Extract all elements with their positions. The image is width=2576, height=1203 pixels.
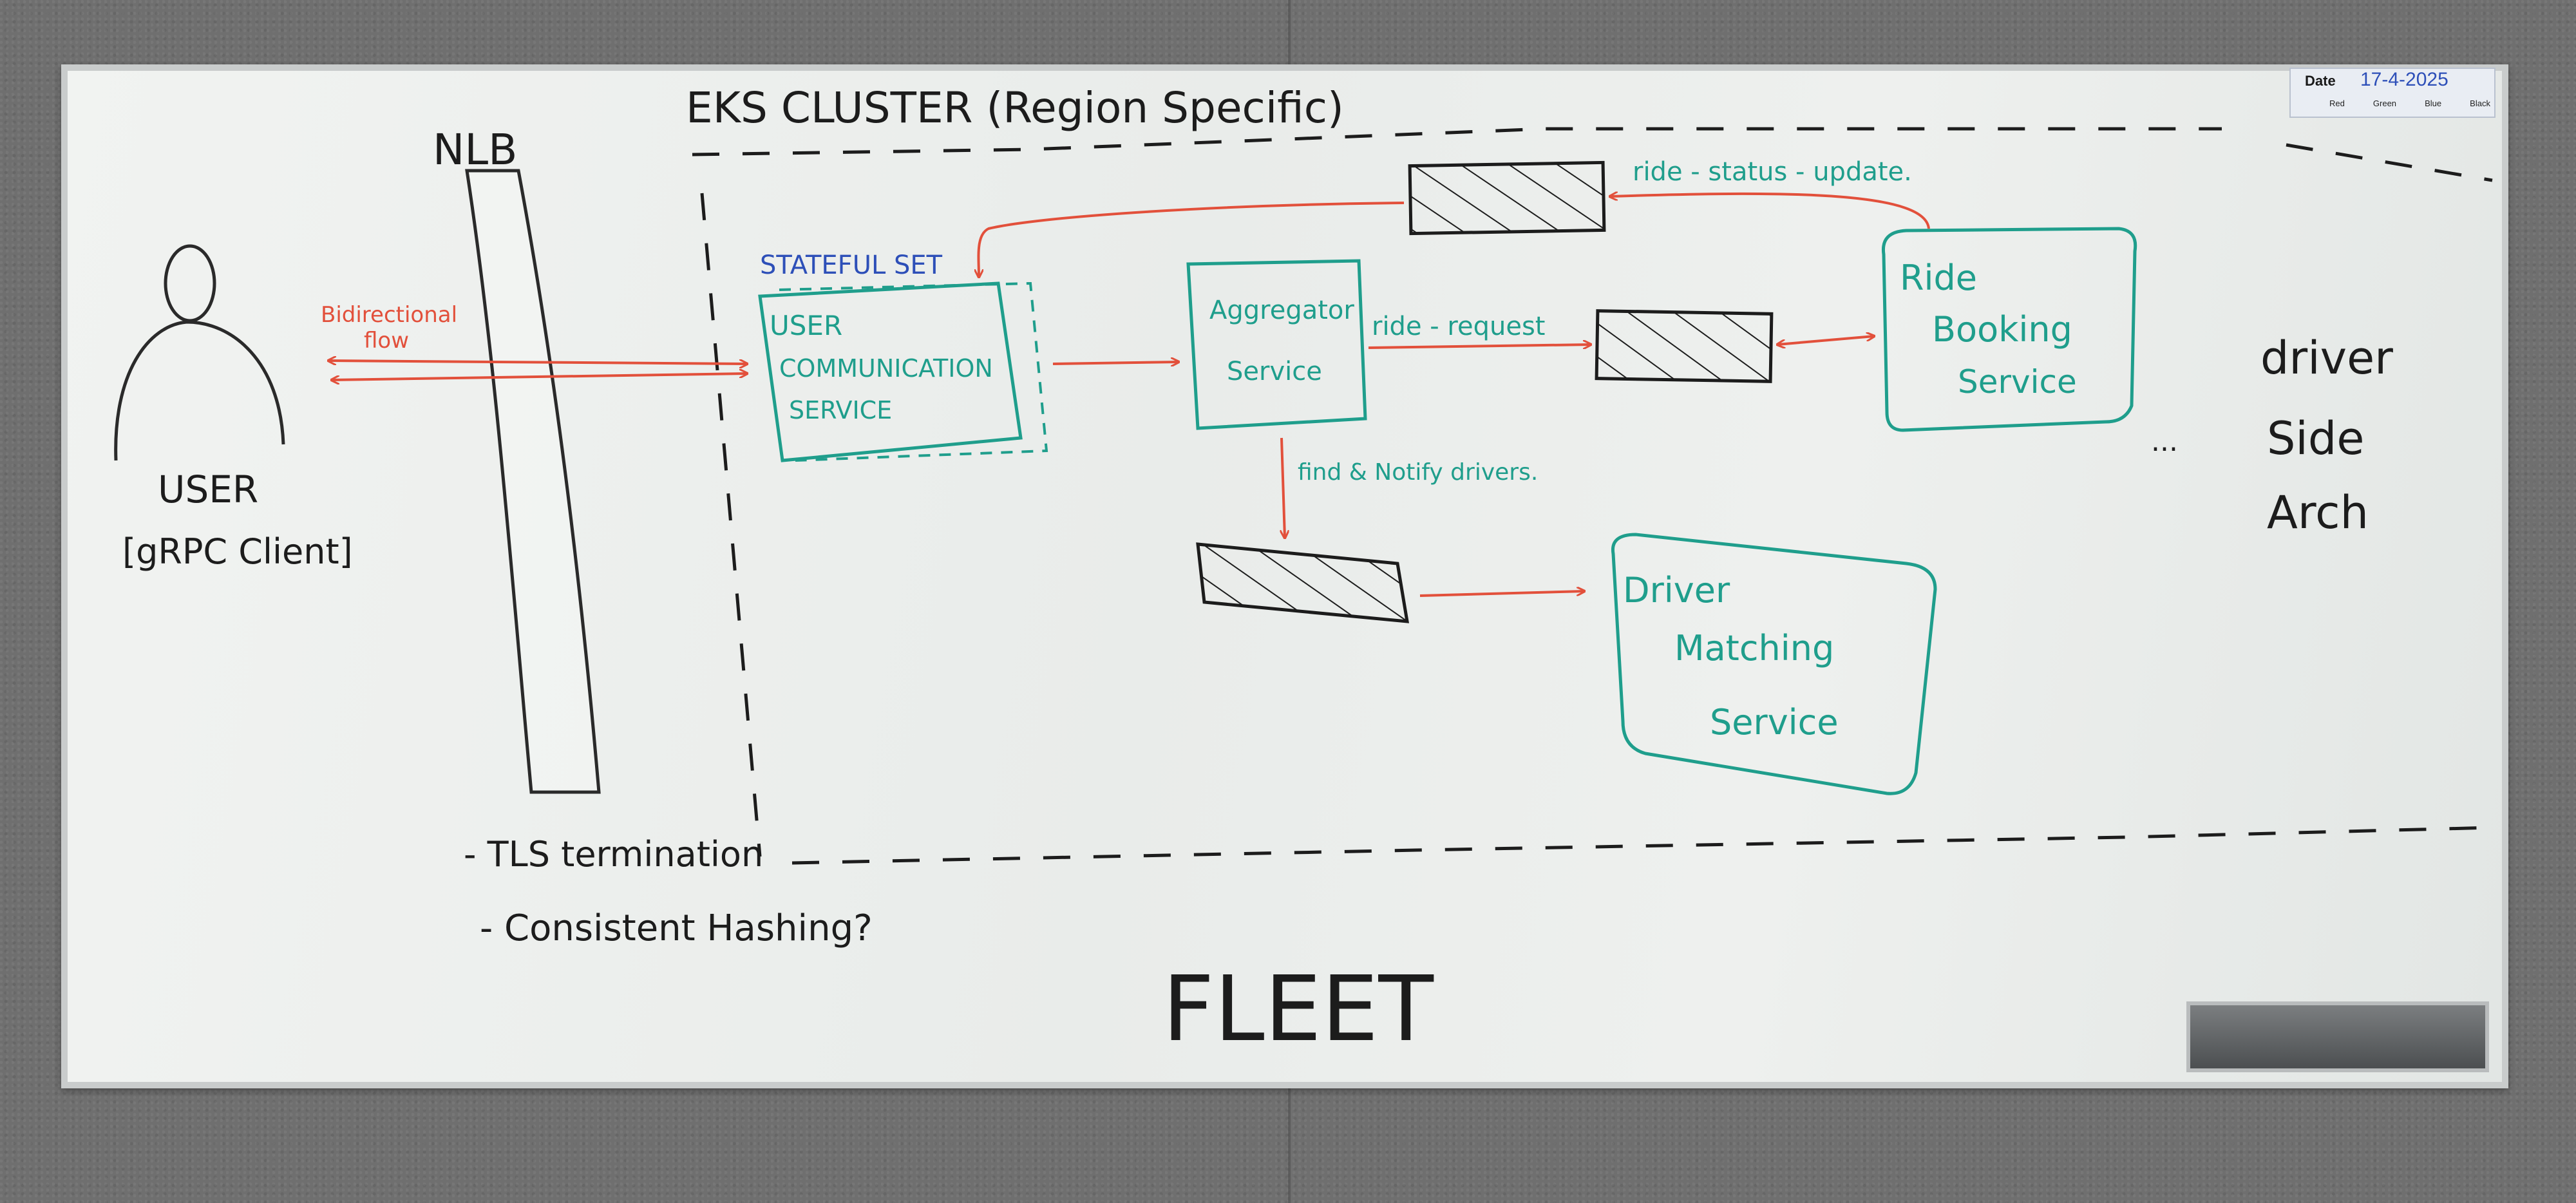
date-label: Date: [2305, 73, 2336, 89]
driver-side-arch-line3: Arch: [2267, 486, 2369, 539]
aggregator-service-box[interactable]: [1186, 259, 1367, 430]
ride-request-label: ride - request: [1372, 312, 1545, 341]
ellipsis: ...: [2151, 425, 2178, 458]
user-comm-line2: COMMUNICATION: [779, 354, 993, 383]
user-label: USER: [158, 468, 258, 511]
ride-request-queue[interactable]: [1595, 309, 1774, 383]
nlb-pillar: [465, 169, 601, 794]
swatch-blue: Blue: [2425, 99, 2442, 108]
user-comm-line1: USER: [770, 310, 842, 341]
stateful-set-label: STATEFUL SET: [760, 251, 943, 280]
bidirectional-arrow-lower: [332, 374, 747, 380]
date-card: Date 17-4-2025 Red Green Blue Black: [2289, 68, 2496, 118]
driver-notify-queue[interactable]: [1196, 542, 1410, 623]
arrow-status-queue-to-comm: [978, 202, 1405, 277]
aggregator-line1: Aggregator: [1209, 296, 1354, 325]
find-notify-label: find & Notify drivers.: [1298, 459, 1538, 486]
arrow-aggregator-to-notify-queue: [1282, 437, 1285, 538]
eks-cluster-boundary-left: [700, 193, 762, 857]
eks-cluster-boundary-bottom: [791, 826, 2493, 865]
eks-cluster-boundary-top: [692, 127, 2222, 156]
bidirectional-arrow-upper: [328, 361, 747, 364]
status-update-queue[interactable]: [1408, 160, 1606, 236]
driver-side-arch-line2: Side: [2267, 412, 2364, 465]
ride-booking-line1: Ride: [1900, 258, 1977, 298]
user-icon: [114, 244, 285, 461]
aggregator-line2: Service: [1227, 357, 1322, 386]
ride-status-update-label: ride - status - update.: [1633, 157, 1912, 187]
driver-side-arch-line1: driver: [2260, 332, 2393, 384]
color-swatches: Red Green Blue Black: [2329, 99, 2490, 113]
arrow-ride-booking-to-status-queue: [1610, 194, 1930, 229]
arrow-notify-queue-to-driver-matching: [1419, 591, 1584, 597]
driver-matching-line1: Driver: [1623, 570, 1730, 611]
driver-matching-line2: Matching: [1674, 628, 1834, 668]
consistent-hashing-note: - Consistent Hashing?: [480, 907, 873, 949]
eks-cluster-boundary-right-stub: [2286, 143, 2493, 182]
date-value: 17-4-2025: [2360, 69, 2448, 90]
ride-booking-service-box[interactable]: [1881, 227, 2137, 432]
swatch-green: Green: [2372, 99, 2397, 108]
driver-matching-service-box[interactable]: [1611, 533, 1937, 795]
fleet-label: FLEET: [1162, 957, 1434, 1062]
ride-booking-line3: Service: [1958, 363, 2077, 401]
swatch-black: Black: [2470, 99, 2490, 108]
bidirectional-flow-label-line1: Bidirectional: [321, 302, 457, 328]
user-communication-service-box[interactable]: [758, 281, 1023, 462]
grpc-client-label: [gRPC Client]: [122, 531, 353, 572]
swatch-red: Red: [2329, 99, 2345, 108]
arrow-comm-to-aggregator: [1052, 362, 1179, 364]
driver-matching-line3: Service: [1710, 702, 1839, 743]
marker-tray: [2186, 1001, 2489, 1072]
arrow-aggregator-to-request-queue: [1368, 345, 1591, 348]
nlb-label: NLB: [433, 125, 517, 175]
arrow-request-queue-to-ride-booking: [1777, 336, 1874, 345]
user-comm-line3: SERVICE: [789, 396, 892, 424]
tls-termination-note: - TLS termination: [464, 834, 763, 875]
eks-cluster-title: EKS CLUSTER (Region Specific): [686, 83, 1344, 133]
bidirectional-flow-label-line2: flow: [364, 328, 409, 354]
stateful-set-shadow: [779, 281, 1048, 462]
ride-booking-line2: Booking: [1932, 309, 2072, 350]
